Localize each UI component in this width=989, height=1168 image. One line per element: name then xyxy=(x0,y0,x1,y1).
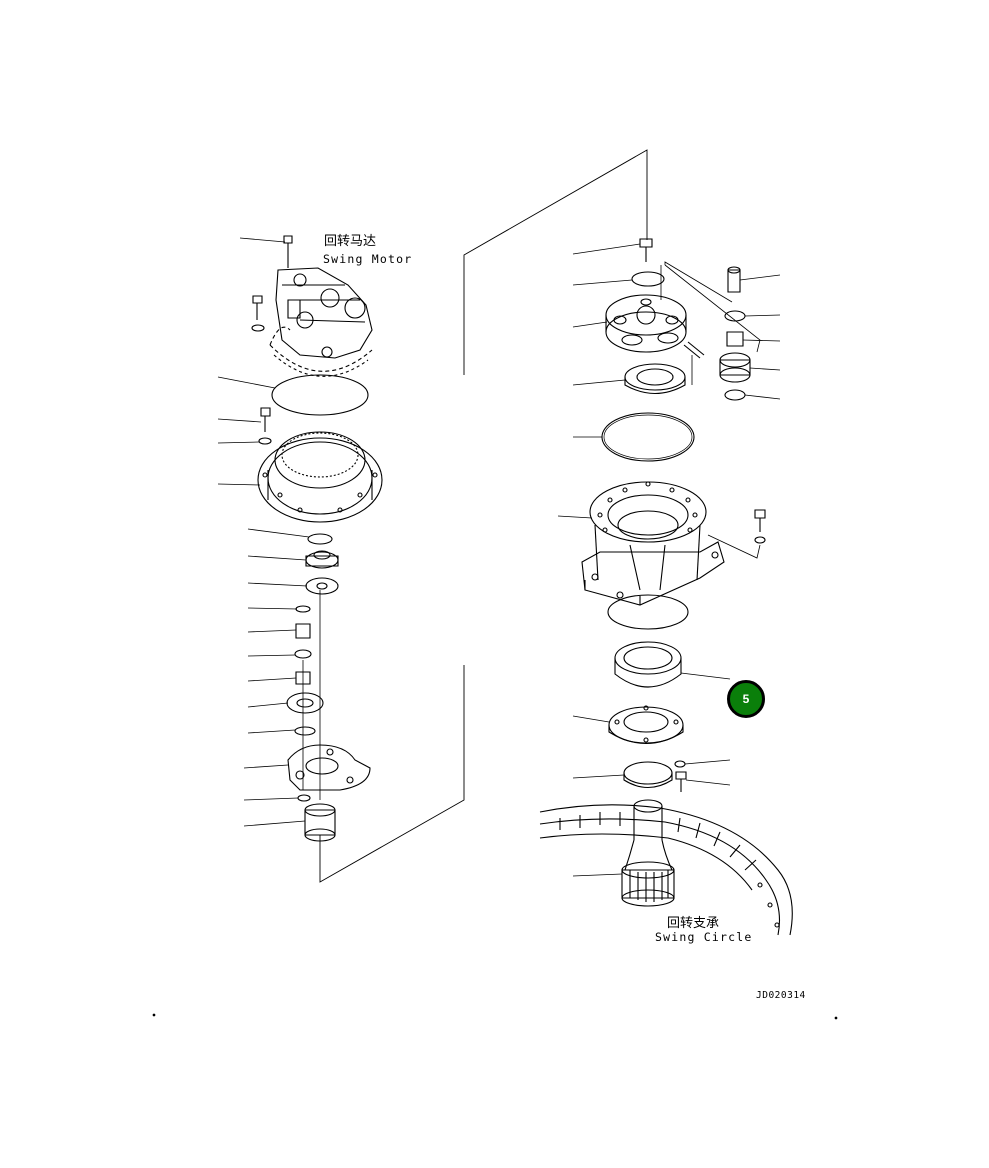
needle-roller[interactable] xyxy=(727,332,743,346)
swing-circle-ring[interactable] xyxy=(540,805,792,935)
ring-gear-housing[interactable] xyxy=(258,432,382,522)
dowel-pin[interactable] xyxy=(684,342,704,358)
flange-washer[interactable] xyxy=(675,761,685,767)
sun-gear[interactable] xyxy=(306,551,338,568)
large-o-ring[interactable] xyxy=(602,413,694,461)
corner-mark-right xyxy=(835,1017,837,1019)
shaft-pin[interactable] xyxy=(728,267,740,292)
planet-gear-right[interactable] xyxy=(720,353,750,382)
top-bolt-right[interactable] xyxy=(640,239,652,262)
swing-motor-label-en: Swing Motor xyxy=(323,252,413,266)
planet-carrier-right[interactable] xyxy=(606,295,686,352)
swing-circle-label-cn: 回转支承 xyxy=(667,916,720,931)
swing-motor-assembly xyxy=(252,236,382,841)
housing-o-ring[interactable] xyxy=(608,595,688,629)
ring-gear-bolt[interactable] xyxy=(259,408,271,444)
planetary-carrier[interactable] xyxy=(288,745,370,790)
flange-cover[interactable] xyxy=(609,706,683,744)
bearing-lower[interactable] xyxy=(615,642,681,687)
small-washer[interactable] xyxy=(295,650,311,658)
oil-seal[interactable] xyxy=(624,762,672,788)
left-leader-lines xyxy=(218,238,309,826)
snap-ring[interactable] xyxy=(308,534,332,544)
right-side-parts xyxy=(665,262,760,400)
corner-mark-left xyxy=(153,1014,155,1016)
planet-gear[interactable] xyxy=(287,693,323,713)
thrust-washer-right[interactable] xyxy=(725,390,745,400)
flange-bolt[interactable] xyxy=(676,772,686,792)
swing-circle-label-en: Swing Circle xyxy=(655,930,753,944)
spacer-washer[interactable] xyxy=(725,311,745,321)
swing-motor-body[interactable] xyxy=(270,268,372,376)
motor-top-bolt[interactable] xyxy=(284,236,292,268)
cover-plate[interactable] xyxy=(632,272,664,286)
reduction-housing[interactable] xyxy=(582,482,724,605)
lower-snap-ring[interactable] xyxy=(298,795,310,801)
swing-motor-label-cn: 回转马达 xyxy=(324,234,377,249)
motor-side-bolt[interactable] xyxy=(252,296,264,331)
housing-side-bolt[interactable] xyxy=(755,510,765,543)
drawing-id: JD020314 xyxy=(756,990,806,1001)
swing-reduction-assembly xyxy=(540,239,792,935)
callout-badge-5[interactable]: 5 xyxy=(727,680,765,718)
thrust-washer[interactable] xyxy=(295,727,315,735)
pinion-shaft[interactable] xyxy=(622,800,674,906)
motor-o-ring[interactable] xyxy=(272,375,368,415)
thrust-plate[interactable] xyxy=(306,578,338,594)
retaining-ring[interactable] xyxy=(296,606,310,612)
bearing-upper[interactable] xyxy=(625,364,685,394)
pin[interactable] xyxy=(296,624,310,638)
assembly-connection-lines xyxy=(320,150,647,882)
right-leader-lines xyxy=(558,244,780,876)
